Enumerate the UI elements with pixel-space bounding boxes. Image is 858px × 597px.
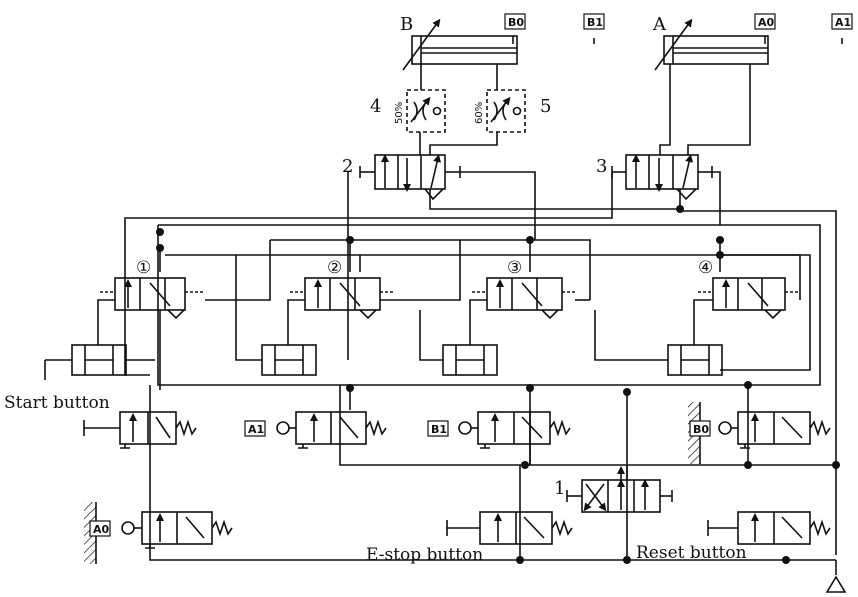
step-2-number: ②: [327, 258, 342, 278]
step-valve-1: [100, 277, 205, 320]
estop-button-valve: [446, 511, 573, 545]
cylinder-a: [654, 18, 843, 71]
svg-text:A1: A1: [835, 16, 851, 29]
sensor-tag-b0: B0: [689, 420, 711, 437]
throttle-4-percent: 50%: [394, 102, 405, 124]
reset-button-valve: [707, 511, 831, 545]
svg-text:B1: B1: [587, 16, 603, 29]
svg-text:B0: B0: [508, 16, 524, 29]
sensor-tag-b1-top: B1: [583, 13, 605, 30]
svg-text:B0: B0: [693, 423, 709, 436]
sensor-tag-a1-top: A1: [831, 13, 853, 30]
estop-button-label: E-stop button: [366, 545, 483, 565]
cylinder-b-label: B: [400, 14, 413, 35]
limit-valve-b0: [718, 411, 831, 449]
start-button-valve: [83, 411, 197, 449]
shuttle-valve-3: [442, 344, 498, 376]
valve-3-number: 3: [596, 156, 607, 177]
shuttle-valve-1: [44, 344, 127, 380]
valve-2-number: 2: [342, 156, 353, 177]
step-3-number: ③: [507, 258, 522, 278]
step-valve-2: [290, 277, 395, 320]
sensor-tag-a0: A0: [89, 520, 111, 537]
limit-valve-a0: [121, 511, 233, 549]
svg-text:A0: A0: [758, 16, 775, 29]
throttle-valve-5: [486, 89, 526, 133]
svg-text:A1: A1: [248, 423, 264, 436]
step-4-number: ④: [698, 258, 713, 278]
step-valve-3: [472, 277, 577, 320]
throttle-5-number: 5: [540, 96, 551, 117]
step-1-number: ①: [136, 258, 151, 278]
limit-valve-b1: [458, 411, 571, 449]
junction-dots: [156, 205, 840, 564]
main-valve-3: [611, 154, 713, 201]
reset-button-label: Reset button: [636, 543, 747, 563]
svg-text:B1: B1: [431, 423, 447, 436]
sensor-tag-a0-top: A0: [754, 13, 776, 30]
svg-text:A0: A0: [93, 523, 110, 536]
shuttle-valve-4: [667, 344, 723, 376]
start-button-label: Start button: [4, 393, 110, 413]
valve-1-number: 1: [554, 478, 565, 499]
sensor-tag-b0-top: B0: [504, 13, 526, 30]
main-valve-2: [359, 154, 461, 201]
throttle-5-percent: 60%: [474, 102, 485, 124]
sensor-tag-a1: A1: [244, 420, 266, 437]
step-valve-4: [698, 277, 800, 320]
cylinder-b: [402, 18, 595, 71]
shuttle-valve-2: [261, 344, 317, 376]
limit-valve-a1: [276, 411, 387, 449]
throttle-valve-4: [406, 89, 446, 133]
cylinder-a-label: A: [652, 14, 667, 35]
sensor-tag-b1: B1: [427, 420, 449, 437]
memory-valve-1: [566, 466, 673, 513]
throttle-4-number: 4: [370, 96, 381, 117]
